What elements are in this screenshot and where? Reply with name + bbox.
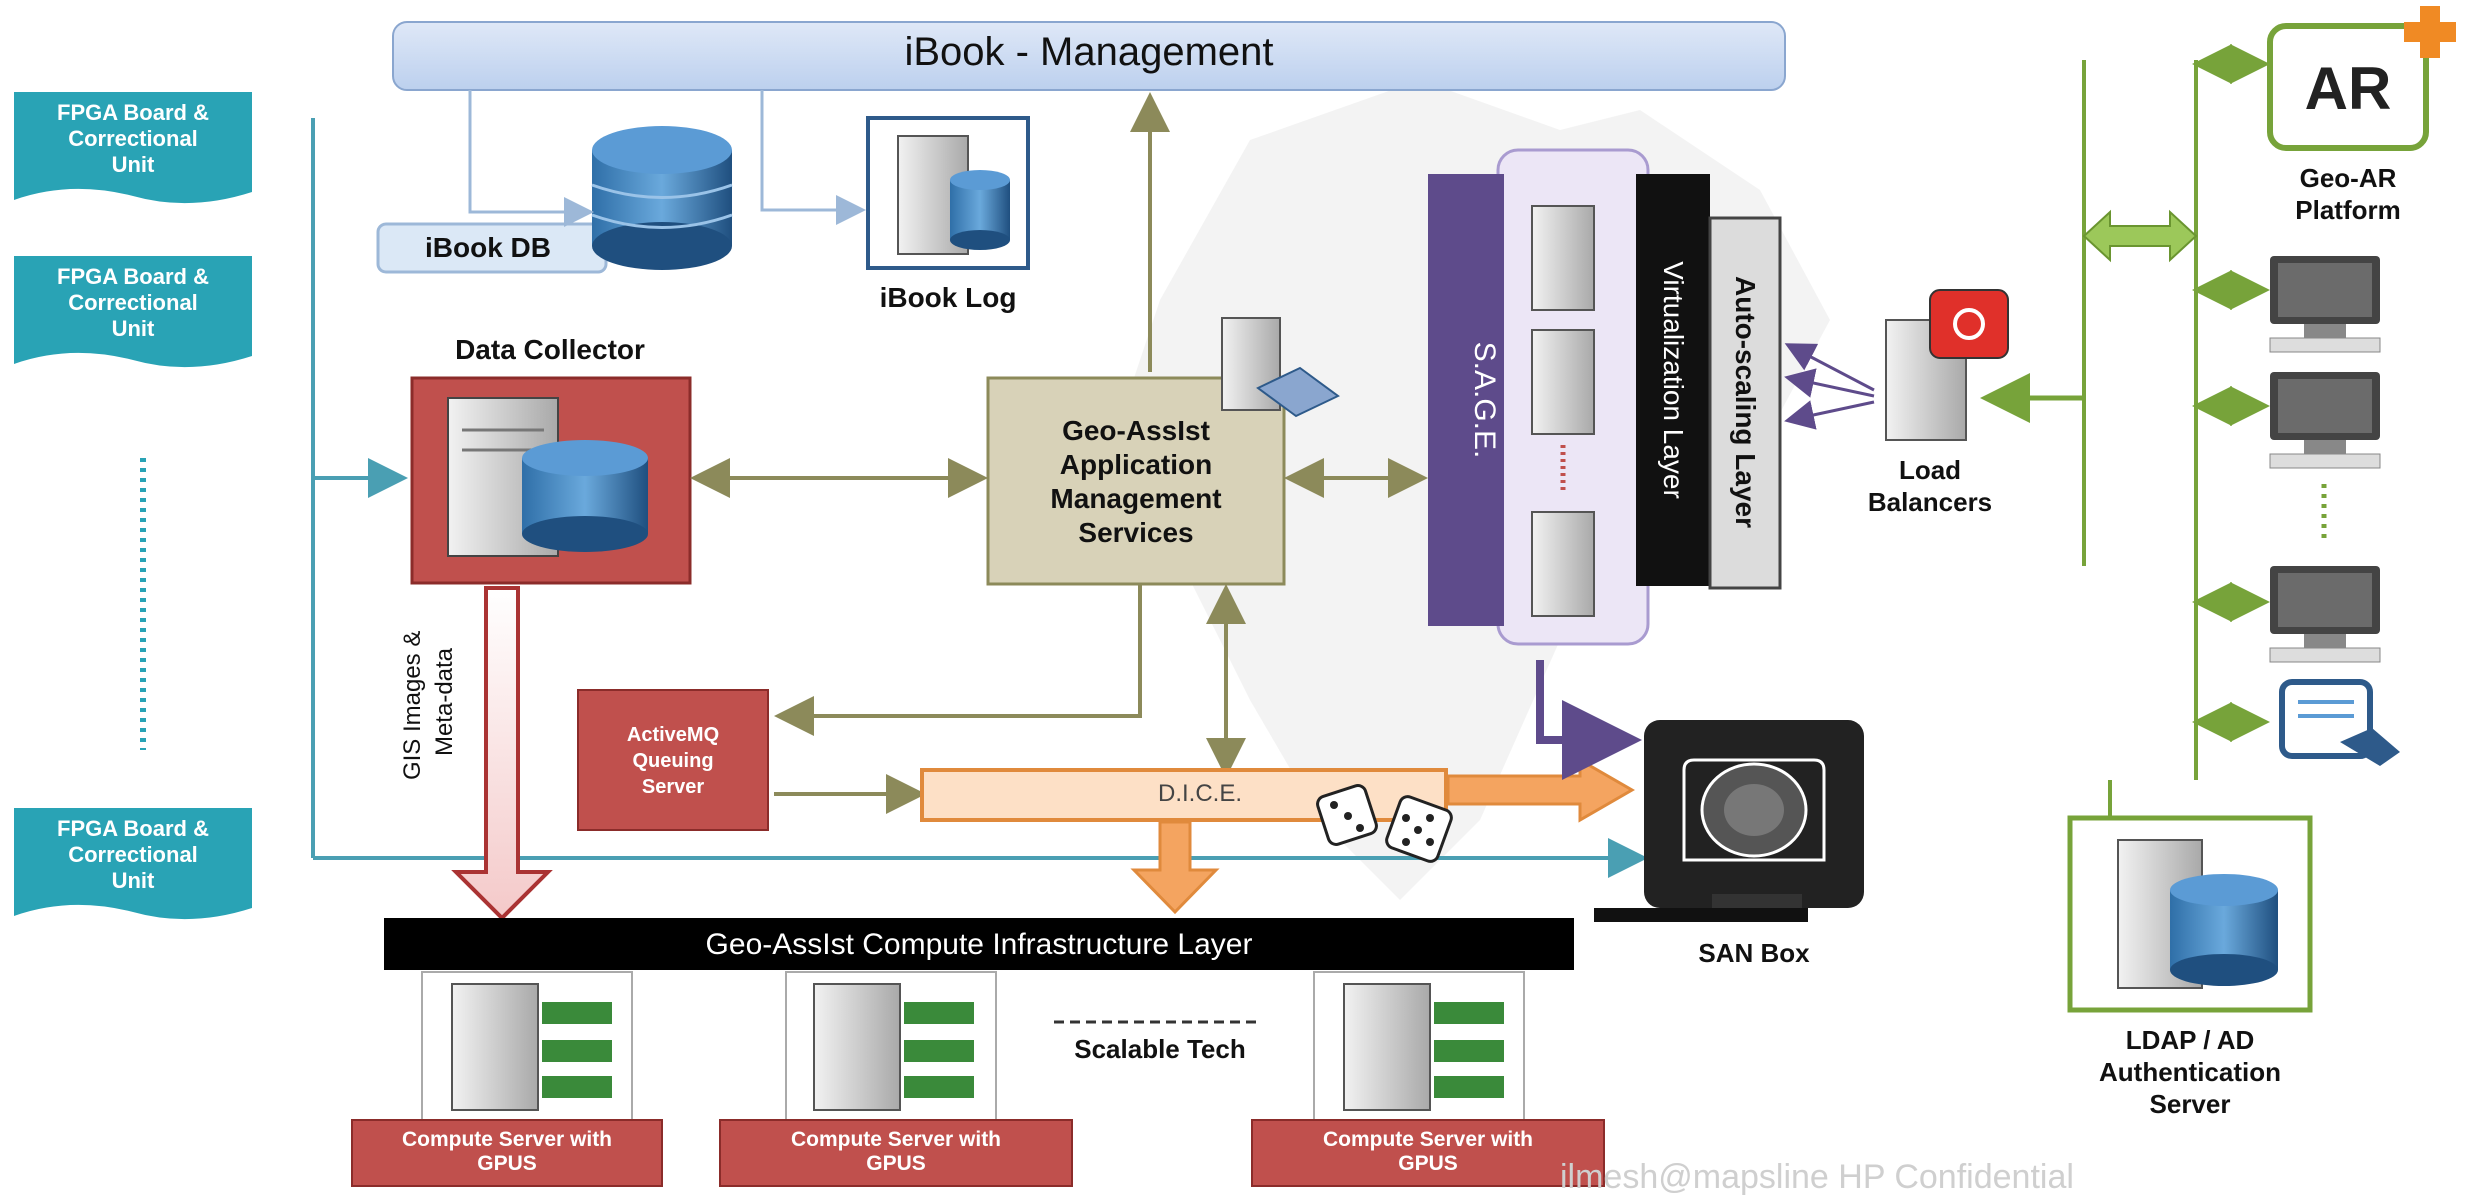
compute-server-1-label: Compute Server with GPUS [401,1128,613,1175]
load-balancer [1885,289,2009,441]
gis-images-label: GIS Images & Meta-data [399,624,458,780]
activemq-label: ActiveMQ Queuing Server [626,724,720,798]
fpga-unit-3 [14,808,252,920]
gis-images-arrow [451,586,553,921]
compute-server-2-label: Compute Server with GPUS [790,1128,1002,1175]
desktop-icon [2269,566,2381,663]
tablet-touch-icon [2279,679,2400,766]
data-collector-label: Data Collector [455,334,645,365]
app-services-box [986,317,1340,586]
compute-layer-bar [384,918,1574,970]
san-box-label: SAN Box [1698,938,1810,968]
load-balancer-arrows [1784,343,1875,430]
ldap-server [2067,815,2313,1013]
autoscaling-label: Auto-scaling Layer [1730,276,1761,528]
fpga-unit-3-label: FPGA Board & Correctional Unit [57,816,209,893]
compute-server-unit-1 [351,971,663,1187]
desktop-icon [2269,256,2381,353]
ibook-management-bar [392,21,1786,91]
gis-label-line1: GIS Images & [399,631,426,780]
sage-cluster [1428,148,1782,646]
fpga-unit-2-label: FPGA Board & Correctional Unit [57,264,209,341]
ibook-log-label: iBook Log [879,282,1017,313]
sage-san-arrow [1536,660,1642,780]
geo-ar-label: Geo-AR Platform [2295,163,2401,225]
san-box [1594,720,1864,922]
geo-ar-platform [2267,6,2456,151]
app-down-arrows [774,584,1246,814]
header-to-db-log-lines [468,90,866,227]
footer-confidential-text: ilmesh@mapsline HP Confidential [1560,1158,2074,1196]
ibook-log [866,116,1030,270]
load-balancers-label: Load Balancers [1867,455,1993,517]
gis-label-line2: Meta-data [431,647,458,756]
activemq-server [577,689,769,831]
compute-layer-label: Geo-AssIst Compute Infrastructure Layer [705,928,1253,961]
compute-server-3-label: Compute Server with GPUS [1322,1128,1534,1175]
fpga-unit-1 [14,92,252,204]
ldap-label: LDAP / AD Authentication Server [2099,1025,2281,1119]
network-backbone [2082,60,2198,820]
ibook-db [376,126,733,274]
client-arrows [2192,44,2270,742]
dice-icon [1316,784,1453,863]
fpga-unit-1-label: FPGA Board & Correctional Unit [57,100,209,177]
dice-label: D.I.C.E. [1157,780,1242,807]
app-services-label: Geo-AssIst Application Management Servic… [1050,415,1222,548]
geo-ar-badge: AR [2304,55,2392,122]
compute-server-unit-3 [1251,971,1605,1187]
ibook-db-label: iBook DB [425,232,551,263]
scalable-tech-label: Scalable Tech [1074,1034,1246,1064]
data-collector [410,376,692,585]
virtualization-label: Virtualization Layer [1658,261,1689,499]
backbone-double-arrow [2082,209,2198,263]
compute-server-unit-2 [719,971,1073,1187]
dice-down-arrow [1130,820,1220,915]
sage-label: S.A.G.E. [1468,342,1501,459]
fpga-unit-2 [14,256,252,368]
page-title: iBook - Management [904,30,1274,74]
desktop-icon [2269,372,2381,469]
